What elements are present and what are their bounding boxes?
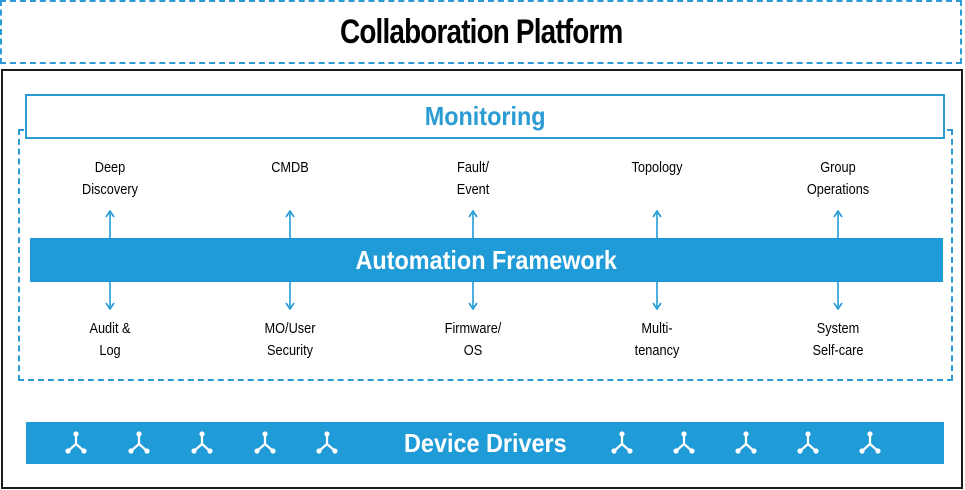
arrow-down-icon bbox=[105, 282, 115, 310]
arrow-up-icon bbox=[468, 210, 478, 238]
arrow-up-icon bbox=[105, 210, 115, 238]
node-icon bbox=[673, 431, 695, 454]
automation-framework-bar: Automation Framework bbox=[30, 238, 943, 282]
device-drivers-bar: Device Drivers bbox=[26, 422, 944, 464]
module-label-line2: Self-care bbox=[812, 342, 864, 359]
module-label-line2: OS bbox=[463, 342, 483, 359]
module-label-line1: Fault/ bbox=[457, 159, 489, 176]
arrow-down-icon bbox=[833, 282, 843, 310]
module-label-line1: System bbox=[816, 320, 860, 337]
node-icon bbox=[735, 431, 757, 454]
monitoring-title: Monitoring bbox=[424, 101, 546, 131]
node-icon bbox=[65, 431, 87, 454]
module-label-line1: Group bbox=[820, 159, 856, 176]
module-label-line2: Security bbox=[266, 342, 314, 359]
collaboration-platform-box: Collaboration Platform bbox=[0, 0, 962, 64]
arrow-up-icon bbox=[833, 210, 843, 238]
module-system-self-care: System Self-care bbox=[787, 318, 889, 362]
arrow-down-icon bbox=[468, 282, 478, 310]
module-mo-user-security: MO/User Security bbox=[239, 318, 341, 362]
node-icon bbox=[797, 431, 819, 454]
module-firmware-os: Firmware/ OS bbox=[422, 318, 524, 362]
module-label-line2: Discovery bbox=[82, 181, 138, 198]
device-drivers-title-wrap: Device Drivers bbox=[26, 422, 944, 464]
module-label-line2: Event bbox=[456, 181, 490, 198]
automation-framework-title: Automation Framework bbox=[355, 244, 618, 275]
module-cmdb: CMDB bbox=[239, 157, 341, 179]
module-label-line1: Audit & bbox=[89, 320, 131, 337]
arrow-down-icon bbox=[285, 282, 295, 310]
module-label-line1: Firmware/ bbox=[444, 320, 502, 337]
monitoring-box: Monitoring bbox=[25, 94, 945, 139]
module-label-line1: Deep bbox=[94, 159, 126, 176]
collaboration-platform-title: Collaboration Platform bbox=[339, 12, 623, 51]
node-icon bbox=[128, 431, 150, 454]
node-icon bbox=[611, 431, 633, 454]
module-label-line2: Log bbox=[99, 342, 121, 359]
module-label-line1: MO/User bbox=[264, 320, 316, 337]
module-group-operations: Group Operations bbox=[787, 157, 889, 201]
arrow-down-icon bbox=[652, 282, 662, 310]
module-label-line1: Topology bbox=[631, 159, 683, 176]
arrow-up-icon bbox=[652, 210, 662, 238]
device-drivers-title: Device Drivers bbox=[403, 427, 567, 458]
module-label-line2: tenancy bbox=[634, 342, 680, 359]
module-label-line1: CMDB bbox=[271, 159, 309, 176]
node-icon bbox=[254, 431, 276, 454]
arrow-up-icon bbox=[285, 210, 295, 238]
module-fault-event: Fault/ Event bbox=[422, 157, 524, 201]
node-icon bbox=[191, 431, 213, 454]
module-multi-tenancy: Multi- tenancy bbox=[606, 318, 708, 362]
module-label-line1: Multi- bbox=[641, 320, 673, 337]
module-label-line2: Operations bbox=[806, 181, 870, 198]
module-deep-discovery: Deep Discovery bbox=[59, 157, 161, 201]
module-topology: Topology bbox=[606, 157, 708, 179]
node-icon bbox=[316, 431, 338, 454]
node-icon bbox=[859, 431, 881, 454]
module-audit-log: Audit & Log bbox=[59, 318, 161, 362]
outer-frame bbox=[1, 69, 963, 489]
